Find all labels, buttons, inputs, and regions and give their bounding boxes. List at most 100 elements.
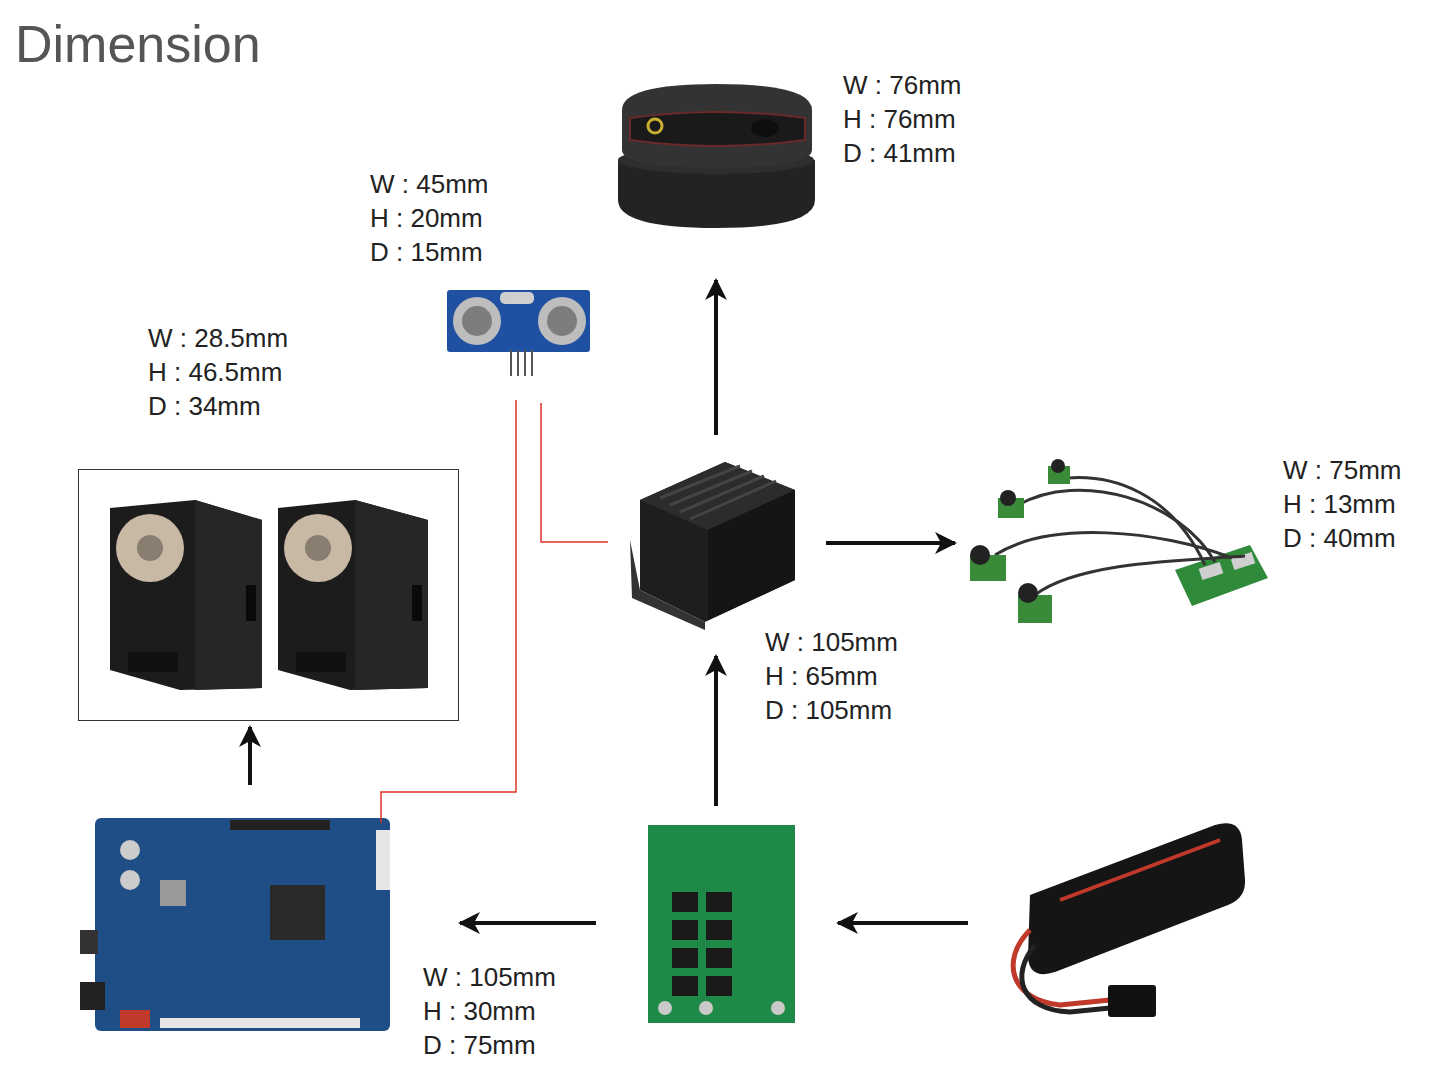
jetson-picture-part [708, 490, 795, 620]
ultrasonic-node: W : 45mmH : 20mmD : 15mm [445, 288, 593, 376]
connection-arrow [248, 727, 252, 785]
battery-protection-board-picture-part [648, 825, 795, 1023]
ultrasonic-sensor-picture-part [447, 290, 590, 352]
dimension-text: W : 45mm [370, 167, 488, 201]
dimension-text: W : 75mm [1283, 453, 1401, 487]
dimension-text: D : 105mm [765, 693, 898, 727]
battery-picture-part [1060, 840, 1220, 900]
camera-modules-picture [970, 459, 1268, 623]
battery-protection-board-picture-part [672, 892, 698, 912]
servo-pictures-part [246, 585, 256, 621]
ultrasonic-sensor-picture-part [538, 297, 586, 345]
lidar-picture-part [630, 112, 805, 146]
dimension-block: W : 75mmH : 13mmD : 40mm [1283, 453, 1401, 555]
camera-modules-picture-part [1231, 552, 1256, 570]
servo-frame: W : 28.5mmH : 46.5mmD : 34mm [78, 469, 459, 721]
battery-protection-board-picture-part [699, 1001, 713, 1015]
servo-pictures-part [284, 514, 352, 582]
dimension-text: D : 40mm [1283, 521, 1401, 555]
battery-protection-board-picture-part [706, 920, 732, 940]
battery-picture [1013, 823, 1245, 1017]
dimension-block: W : 28.5mmH : 46.5mmD : 34mm [148, 321, 288, 423]
opencr-board-picture-part [376, 830, 390, 890]
jetson-node: W : 105mmH : 65mmD : 105mm [628, 460, 800, 625]
opencr-board-picture-part [230, 820, 330, 830]
ultrasonic-sensor-picture-part [462, 306, 492, 336]
diagram-title: Dimension [15, 14, 261, 74]
power-arrows-part [460, 921, 596, 925]
ultrasonic-sensor-picture-part [531, 350, 533, 376]
power-arrows-part [714, 656, 718, 806]
jetson-picture-part [690, 481, 776, 519]
opencr-board-picture-part [80, 930, 98, 954]
camera-modules-picture-part [1051, 459, 1065, 473]
dimension-text: H : 65mm [765, 659, 898, 693]
lidar-picture-part [648, 119, 662, 133]
jetson-picture-part [630, 540, 705, 630]
battery-picture-part [1022, 945, 1110, 1012]
dimension-text: W : 28.5mm [148, 321, 288, 355]
battery-protection-board-picture [648, 825, 795, 1023]
connection-arrow [714, 280, 718, 435]
dimension-text: H : 76mm [843, 102, 961, 136]
opencr-board-picture-part [120, 1010, 150, 1028]
battery-protection-board-picture-part [672, 920, 698, 940]
battery-protection-board-picture-part [771, 1001, 785, 1015]
dimension-text: W : 105mm [423, 960, 556, 994]
servo-pictures-part [305, 535, 331, 561]
ultrasonic-sensor-picture-part [510, 350, 512, 376]
battery-picture-part [1028, 823, 1245, 974]
servo-pictures-part [110, 500, 262, 690]
opencr-board-picture-part [270, 885, 325, 940]
dimension-block: W : 76mmH : 76mmD : 41mm [843, 68, 961, 170]
battery-protection-board-picture-part [706, 948, 732, 968]
battery-picture-part [1108, 985, 1156, 1017]
connection-arrow [826, 541, 955, 545]
servo-pictures-part [116, 514, 184, 582]
opencr-board-picture-part [160, 880, 186, 906]
servo-pictures-part [355, 500, 428, 690]
battery-protection-board-picture-part [706, 892, 732, 912]
servo-pictures-part [412, 585, 422, 621]
signal-wire [381, 400, 516, 823]
dimension-text: D : 34mm [148, 389, 288, 423]
ultrasonic-sensor-picture-part [500, 292, 534, 304]
dimension-text: H : 20mm [370, 201, 488, 235]
servo-pictures-part [128, 652, 178, 672]
battery-protection-board-picture-part [658, 1001, 672, 1015]
lidar-node: W : 76mmH : 76mmD : 41mm [615, 80, 820, 230]
signal-wire [541, 403, 608, 542]
lidar-picture-part [751, 119, 779, 137]
ultrasonic-sensor-picture-part [453, 297, 501, 345]
camera-modules-picture-part [970, 545, 990, 565]
dimension-text: H : 13mm [1283, 487, 1401, 521]
battery-protection-board-picture-part [706, 976, 732, 996]
camera-modules-picture-part [1018, 490, 1215, 562]
jetson-picture-part [680, 476, 764, 512]
power-arrows [460, 656, 968, 923]
dimension-block: W : 45mmH : 20mmD : 15mm [370, 167, 488, 269]
camera-modules-picture-part [1000, 490, 1016, 506]
servo-pictures [110, 500, 428, 690]
power-arrows-part [838, 921, 968, 925]
dimension-block: W : 105mmH : 30mmD : 75mm [423, 960, 556, 1062]
camera-modules-picture-part [1018, 583, 1038, 603]
ultrasonic-sensor-picture [447, 290, 590, 376]
servo-pictures-part [296, 652, 346, 672]
lidar-picture-part [622, 84, 812, 168]
camera-modules-picture-part [995, 533, 1232, 558]
ultrasonic-sensor-picture-part [517, 350, 519, 376]
dimension-text: D : 75mm [423, 1028, 556, 1062]
jetson-picture [630, 462, 795, 630]
dimension-text: W : 105mm [765, 625, 898, 659]
ultrasonic-sensor-picture-part [547, 306, 577, 336]
servo-pictures-part [137, 535, 163, 561]
opencr-board-picture-part [160, 1018, 360, 1028]
dimension-text: W : 76mm [843, 68, 961, 102]
dimension-text: H : 46.5mm [148, 355, 288, 389]
battery-protection-board-picture-part [672, 948, 698, 968]
jetson-picture-part [640, 462, 795, 622]
camera-modules-picture-part [1199, 562, 1224, 580]
ultrasonic-sensor-picture-part [524, 350, 526, 376]
